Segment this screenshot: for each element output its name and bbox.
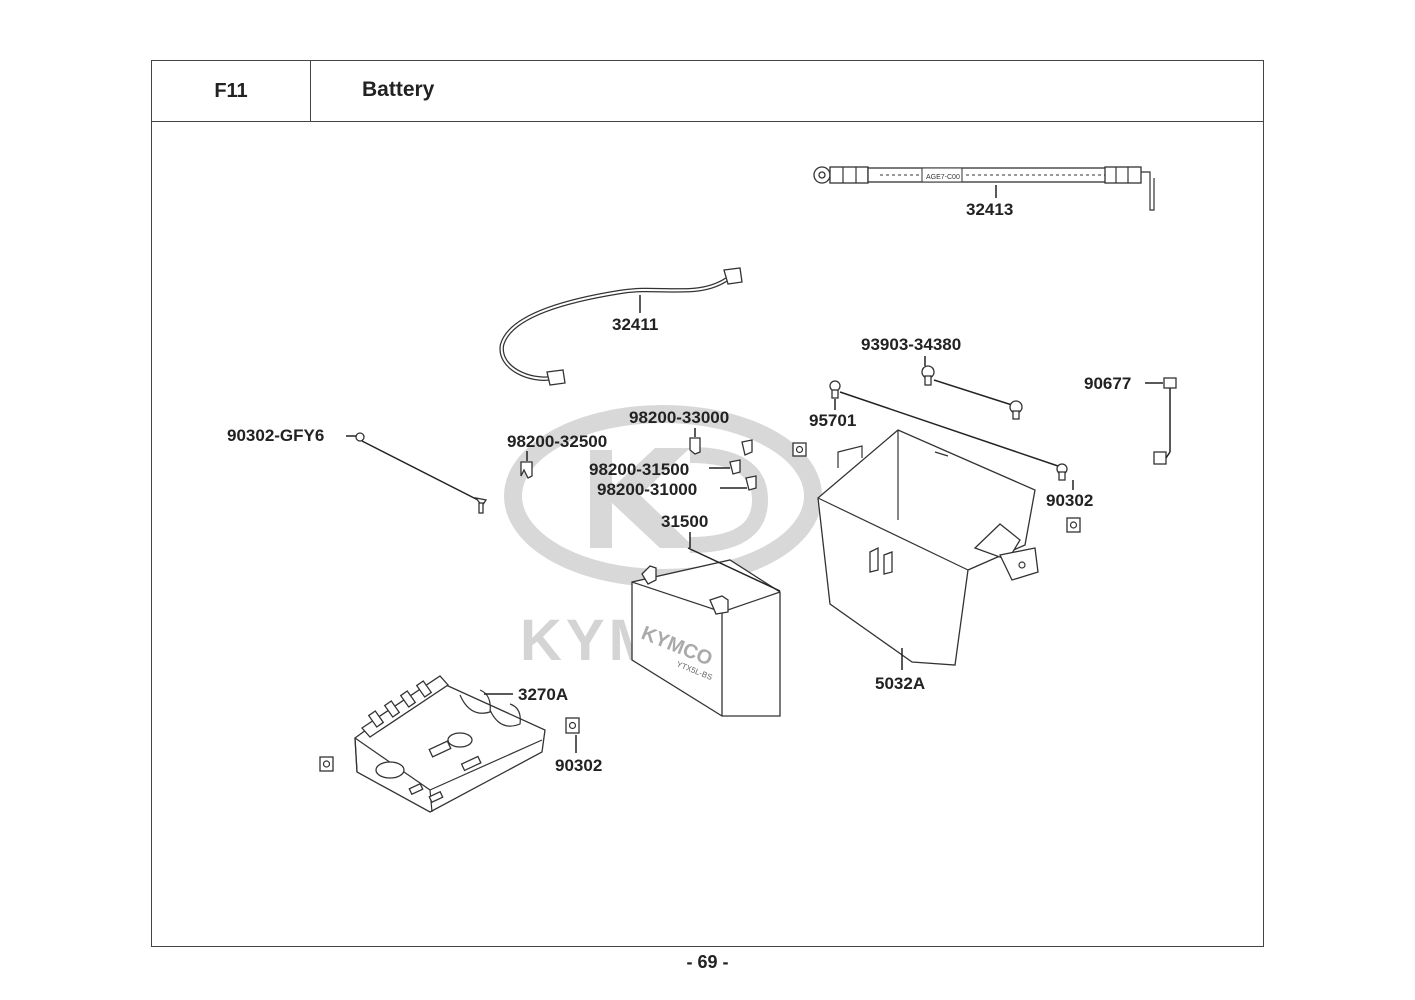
clip-98200-31500: [729, 439, 753, 475]
battery-tray-3270A: [354, 675, 546, 813]
label-32413: 32413: [966, 200, 1013, 219]
strap-90677: [1153, 377, 1177, 465]
clip-98200-31000: [745, 475, 757, 491]
clip-98200-33000: [689, 437, 701, 455]
label-98200-33000: 98200-33000: [629, 408, 729, 427]
label-90677: 90677: [1084, 374, 1131, 393]
label-90302-right: 90302: [1046, 491, 1093, 510]
label-98200-32500: 98200-32500: [507, 432, 607, 451]
bolt-93903-34380: [921, 365, 1023, 420]
page-number: - 69 -: [686, 952, 729, 972]
diagram-frame: [151, 60, 1264, 947]
label-90302-bottom: 90302: [555, 756, 602, 775]
battery-31500: KYMCO YTX5L-BS: [631, 559, 781, 717]
clip-98200-32500: [520, 461, 533, 479]
label-32411: 32411: [612, 315, 658, 334]
nut-tray-left: [319, 756, 334, 772]
section-title: Battery: [362, 78, 435, 101]
leader-lines: [346, 185, 1163, 753]
label-98200-31500: 98200-31500: [589, 460, 689, 479]
nut-90302-right: [1066, 517, 1081, 533]
battery-cable-32413: AGE7-C00: [813, 166, 1155, 211]
label-31500: 31500: [661, 512, 708, 531]
label-90302-GFY6: 90302-GFY6: [227, 426, 324, 445]
label-98200-31000: 98200-31000: [597, 480, 697, 499]
label-93903-34380: 93903-34380: [861, 335, 961, 354]
header-divider: [151, 121, 1264, 122]
cable-tag: AGE7-C00: [926, 174, 960, 181]
label-95701: 95701: [809, 411, 856, 430]
nut-small-upper: [792, 442, 807, 457]
label-3270A: 3270A: [518, 685, 568, 704]
battery-cable-32411: [499, 267, 743, 386]
nut-90302-bottom: [565, 717, 580, 734]
screw-90302-GFY6: [355, 432, 488, 514]
bolt-95701: [829, 380, 1068, 481]
battery-box-5032A: [817, 429, 1039, 666]
label-5032A: 5032A: [875, 674, 925, 693]
